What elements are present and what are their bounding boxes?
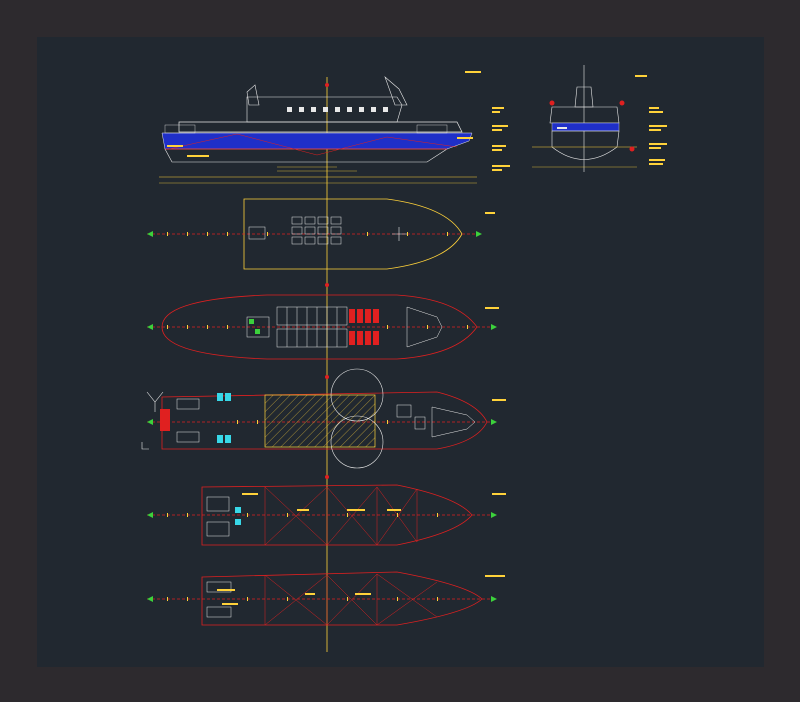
profile-legend: [492, 107, 510, 171]
bottom-plan: [147, 571, 505, 626]
main-deck-plan: [147, 294, 499, 360]
ship-drawing: [141, 65, 667, 652]
hold-deck-plan: [141, 368, 506, 469]
vertical-centerline: [325, 77, 329, 652]
cad-canvas[interactable]: [37, 37, 764, 667]
axis-ticks: [167, 232, 468, 601]
tank-deck-plan: [147, 484, 506, 546]
upper-deck-plan: [147, 198, 495, 270]
profile-view: [159, 71, 481, 184]
section-legend: [635, 75, 667, 165]
section-view: [532, 65, 637, 172]
